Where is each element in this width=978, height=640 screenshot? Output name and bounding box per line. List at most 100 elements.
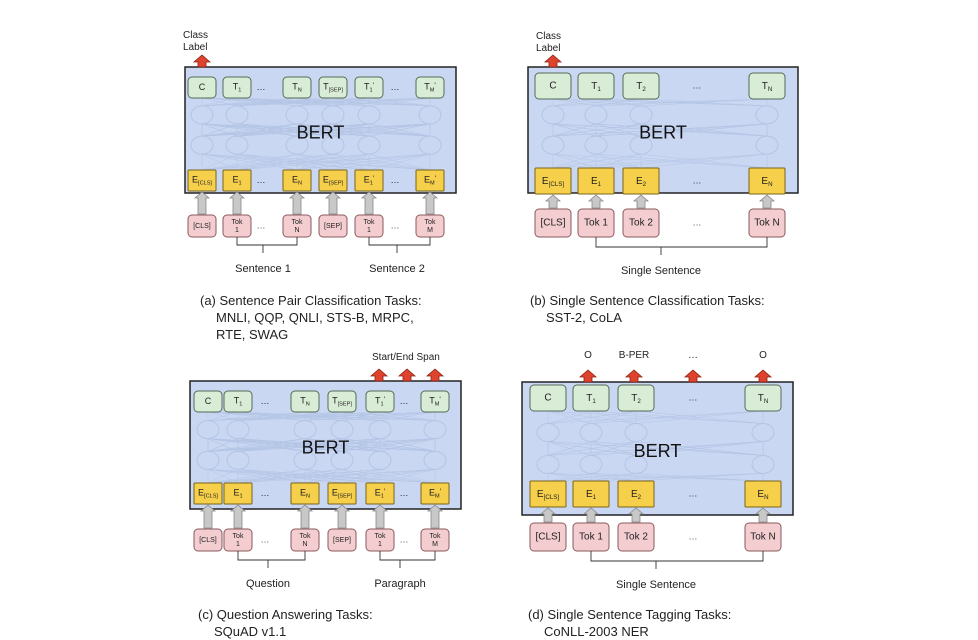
embedding-label: E[CLS] <box>537 489 559 501</box>
transformer-network <box>196 411 447 484</box>
input-token-box <box>327 528 357 552</box>
output-token-label: T1 <box>586 393 596 405</box>
embedding-box <box>529 480 567 508</box>
output-token-label: T1 <box>591 81 601 93</box>
output-ellipsis: … <box>689 392 698 402</box>
input-arrow-icon <box>758 194 776 209</box>
embedding-label: E[CLS] <box>542 176 564 188</box>
input-token-label: 1 <box>378 541 382 548</box>
output-token-label: C <box>199 82 206 92</box>
token-group-bracket <box>379 551 436 568</box>
output-token-label: TN <box>758 393 769 405</box>
bert-label: BERT <box>634 441 682 461</box>
input-token-label: Tok <box>430 533 441 540</box>
token-group-bracket <box>368 237 431 253</box>
input-token-label: M <box>427 227 433 234</box>
panel-caption: (c) Question Answering Tasks:SQuAD v1.1 <box>198 606 373 640</box>
embedding-label: E[SEP] <box>323 175 344 187</box>
embedding-label: EN <box>300 488 310 500</box>
input-token-label: Tok <box>425 219 436 226</box>
output-token-label: TN <box>300 396 310 408</box>
caption-line: RTE, SWAG <box>216 327 289 342</box>
output-arrow-icon <box>543 54 563 68</box>
input-token-box <box>622 208 660 238</box>
embedding-label: E1 <box>232 175 241 187</box>
input-token-box <box>318 214 348 238</box>
output-token-box <box>365 390 395 413</box>
embedding-label: E2 <box>636 176 647 188</box>
token-group-label: Question <box>245 578 291 590</box>
input-token-label: [SEP] <box>324 223 342 230</box>
input-token-label: Tok <box>232 219 243 226</box>
output-label: Start/End Span <box>372 352 440 363</box>
input-token-label: Tok <box>292 219 303 226</box>
input-token-label: 1 <box>235 227 239 234</box>
output-token-box <box>223 390 253 413</box>
embedding-box <box>744 480 782 508</box>
input-arrow-icon <box>582 507 600 523</box>
input-token-label: Tok 1 <box>584 218 608 229</box>
embedding-box <box>617 480 655 508</box>
output-token-box <box>290 390 320 413</box>
embedding-box <box>622 167 660 195</box>
embedding-label: EN <box>761 176 772 188</box>
output-token-box <box>282 76 312 99</box>
input-token-label: [CLS] <box>535 532 560 543</box>
token-ellipsis: … <box>257 220 266 230</box>
embedding-label: EN <box>292 175 302 187</box>
embedding-label: E[CLS] <box>198 488 218 500</box>
embedding-box <box>223 482 253 505</box>
output-token-label: TN <box>762 81 773 93</box>
output-token-box <box>617 384 655 412</box>
output-label: Class Label <box>183 30 209 53</box>
output-ellipsis: … <box>391 82 400 92</box>
input-token-label: 1 <box>367 227 371 234</box>
input-token-label: Tok N <box>750 532 776 543</box>
input-token-label: Tok <box>233 533 244 540</box>
input-arrow-icon <box>199 504 217 529</box>
input-token-label: Tok 1 <box>579 532 603 543</box>
input-token-label: Tok N <box>754 218 780 229</box>
input-token-label: 1 <box>236 541 240 548</box>
output-token-label: C <box>549 81 556 92</box>
output-token-box <box>318 76 348 99</box>
token-group-bracket <box>237 551 306 568</box>
token-group-label: Sentence 1 <box>235 263 291 275</box>
input-arrow-icon <box>539 507 557 523</box>
input-arrow-icon <box>229 504 247 529</box>
output-token-label: TN <box>292 82 302 94</box>
input-arrow-icon <box>371 504 389 529</box>
token-ellipsis: … <box>689 531 698 541</box>
output-token-label: C <box>544 393 551 404</box>
panel-caption: (b) Single Sentence Classification Tasks… <box>530 292 765 326</box>
embedding-box <box>354 169 384 192</box>
embedding-box <box>365 482 395 505</box>
embedding-box <box>222 169 252 192</box>
input-token-box <box>529 522 567 552</box>
output-token-box <box>534 72 572 100</box>
embedding-ellipsis: … <box>693 175 702 185</box>
output-label: Class Label <box>536 31 562 54</box>
output-arrow-icon <box>624 369 644 383</box>
input-token-box <box>193 528 223 552</box>
output-arrow-icon <box>192 54 212 68</box>
embedding-box <box>282 169 312 192</box>
input-token-box <box>187 214 217 238</box>
input-arrow-icon <box>296 504 314 529</box>
tag-output-label: … <box>688 350 698 361</box>
output-token-box <box>577 72 615 100</box>
output-arrow-icon <box>425 368 445 382</box>
transformer-network <box>536 410 775 482</box>
output-token-box <box>748 72 786 100</box>
embedding-ellipsis: … <box>689 488 698 498</box>
embedding-ellipsis: … <box>257 175 266 185</box>
output-arrow-icon <box>578 369 598 383</box>
input-arrow-icon <box>587 194 605 209</box>
input-token-label: Tok 2 <box>629 218 653 229</box>
embedding-box <box>420 482 450 505</box>
embedding-label: E1 <box>591 176 602 188</box>
output-token-box <box>193 390 223 413</box>
bert-label: BERT <box>297 123 345 143</box>
output-ellipsis: … <box>400 396 409 406</box>
